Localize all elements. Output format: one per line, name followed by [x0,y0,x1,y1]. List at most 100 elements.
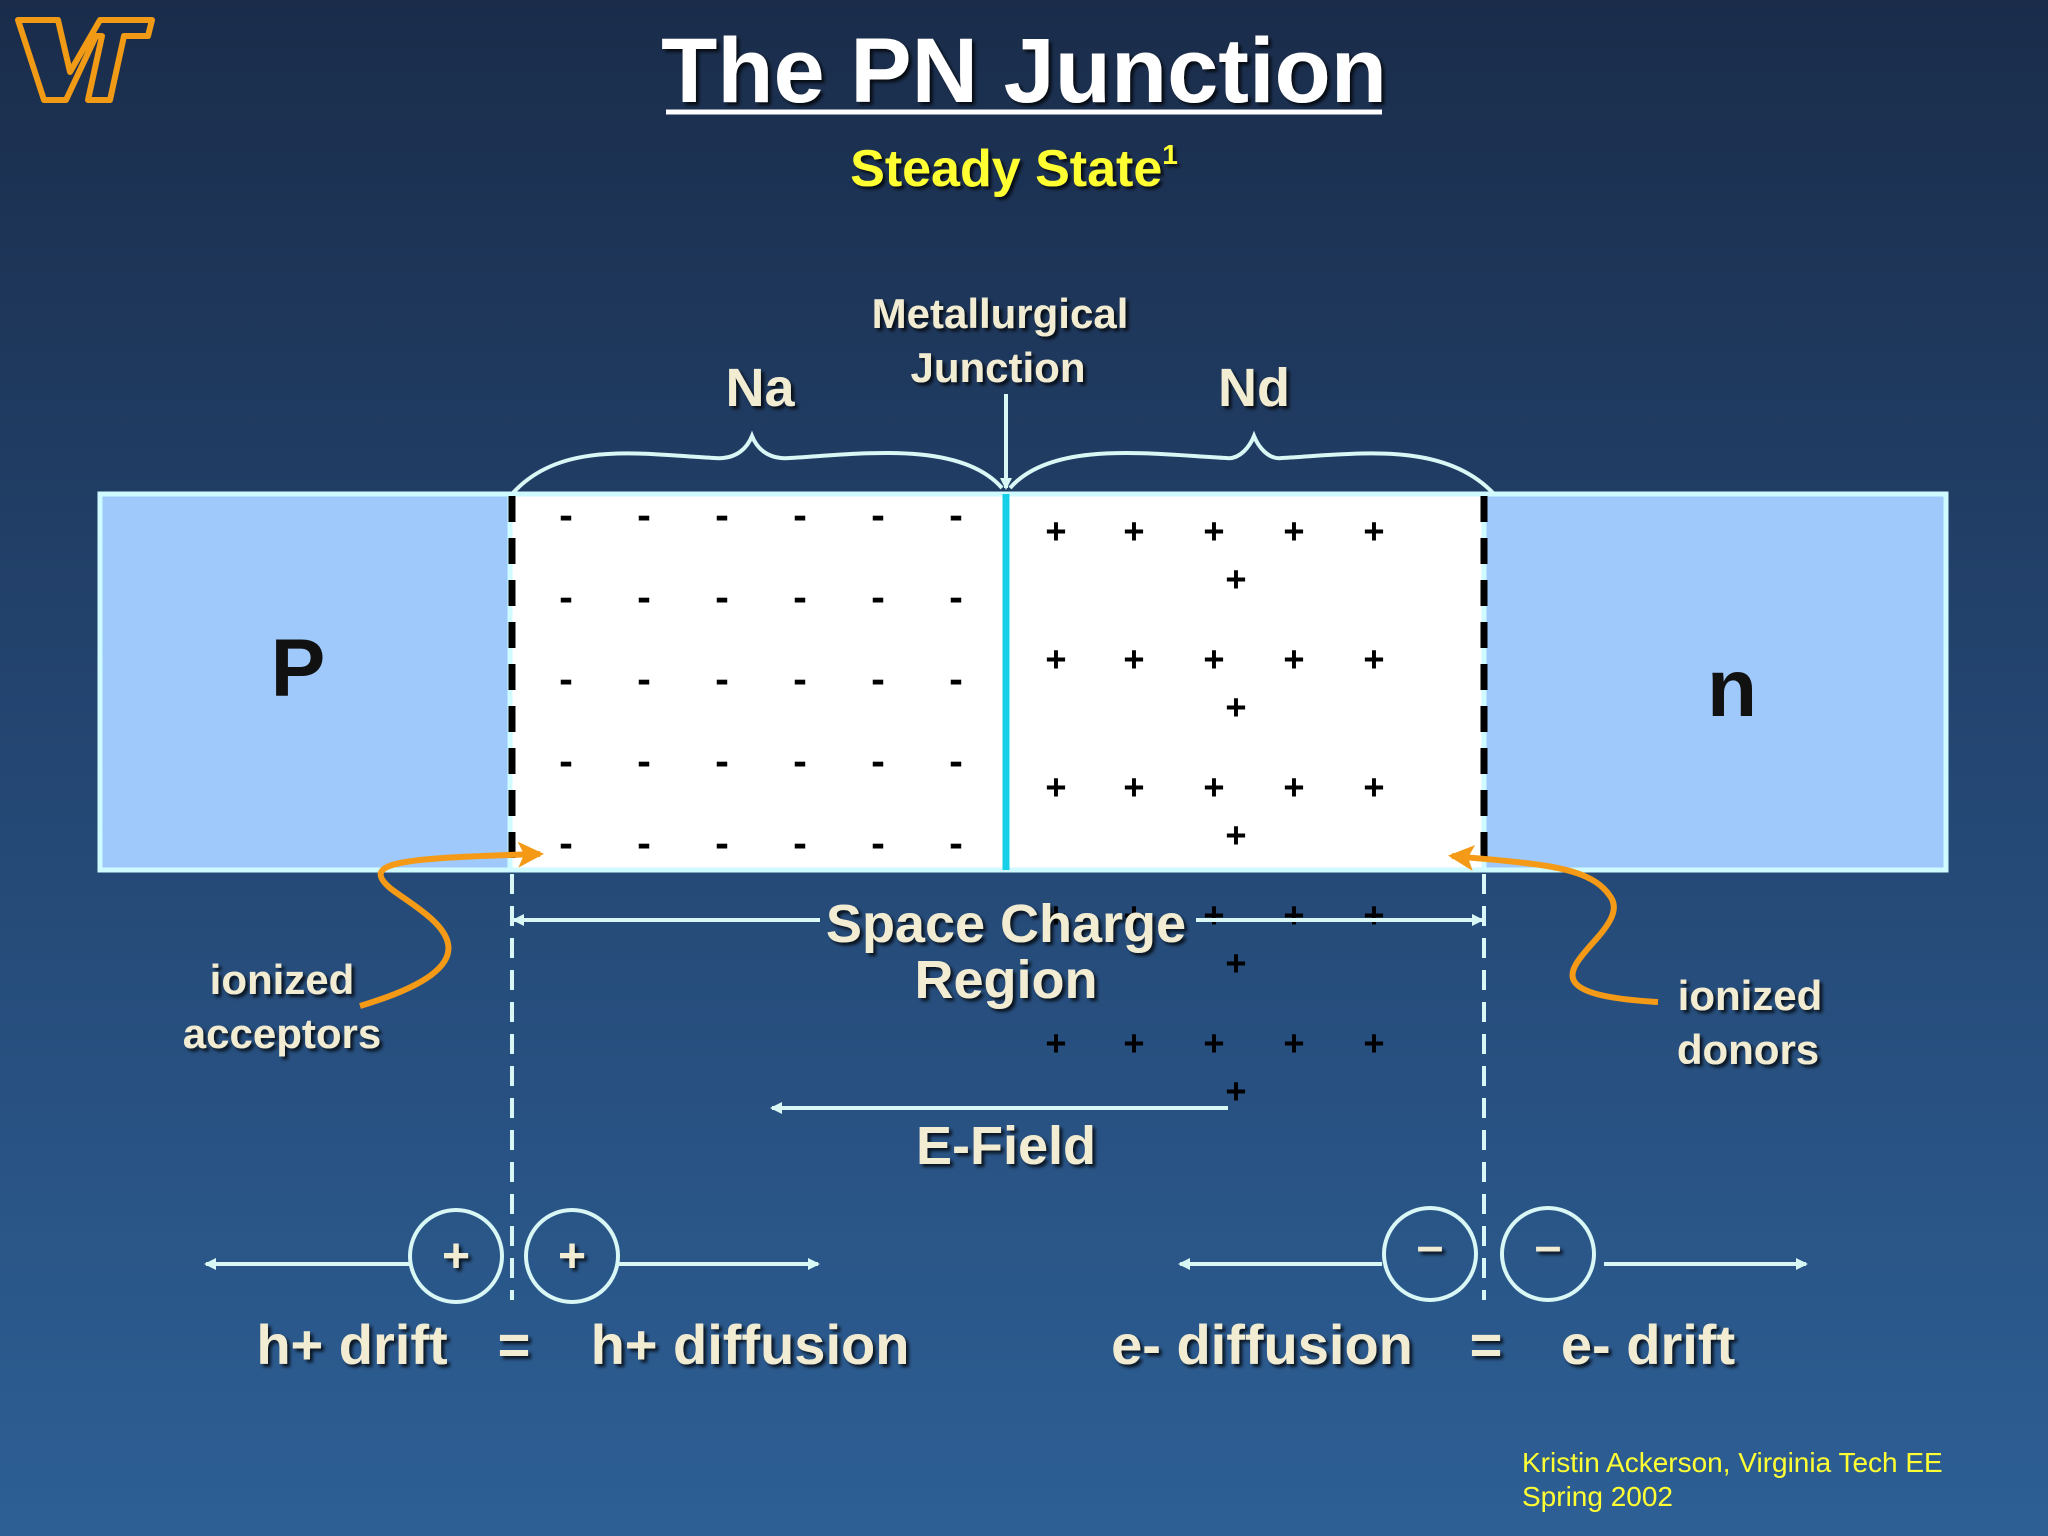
h-equals: = [498,1313,531,1376]
electron-drift-symbol: – [1535,1220,1562,1273]
acceptor-ions: ------------------------------ [556,497,966,865]
acceptor-ion: - [712,497,732,537]
donor-ion: + [1204,639,1224,679]
donor-ion: + [1226,559,1246,599]
acceptor-ion: - [790,743,810,783]
acceptor-ion: - [946,825,966,865]
credit-line1: Kristin Ackerson, Virginia Tech EE [1522,1447,1943,1478]
acceptor-ion: - [712,743,732,783]
scr-label-line1: Space Charge [826,894,1186,954]
acceptor-ion: - [556,743,576,783]
donor-ion: + [1364,639,1384,679]
donor-ion: + [1124,511,1144,551]
acceptor-ion: - [868,661,888,701]
nd-label: Nd [1218,358,1290,418]
donor-ion: + [1124,1023,1144,1063]
donor-ion: + [1124,895,1144,935]
acceptor-ion: - [868,497,888,537]
n-region-label: n [1707,643,1757,734]
acceptor-ion: - [556,661,576,701]
donor-ion: + [1046,511,1066,551]
vt-logo [15,17,155,103]
e-diffusion-label: e- diffusion [1111,1313,1413,1376]
hole-diffusion-symbol: + [558,1230,586,1283]
nd-brace [1008,430,1496,496]
acceptor-ion: - [946,743,966,783]
e-equals: = [1470,1313,1503,1376]
acceptor-ion: - [712,661,732,701]
donor-ion: + [1364,1023,1384,1063]
acceptor-ion: - [634,825,654,865]
na-brace [510,430,1004,496]
donor-ion: + [1284,511,1304,551]
acceptor-ion: - [946,497,966,537]
ionized-donors-line1: ionized [1678,972,1823,1019]
ionized-acceptors-line2: acceptors [183,1010,381,1057]
donor-ion: + [1364,511,1384,551]
donor-ion: + [1284,895,1304,935]
acceptor-ion: - [868,825,888,865]
p-region [97,491,513,873]
donor-ion: + [1364,895,1384,935]
donor-ion: + [1124,639,1144,679]
acceptor-ion: - [556,579,576,619]
acceptor-ion: - [790,497,810,537]
hole-diffusion-carrier [524,1208,620,1304]
p-region-label: P [271,623,326,714]
h-diffusion-label: h+ diffusion [591,1313,910,1376]
subtitle-footnote: 1 [1162,139,1178,170]
acceptor-ion: - [790,661,810,701]
ionized-donors-arrow [1448,845,1659,1005]
na-label: Na [725,358,795,418]
donor-ion: + [1284,767,1304,807]
acceptor-ion: - [868,743,888,783]
donor-ion: + [1364,767,1384,807]
donor-ion: + [1226,943,1246,983]
hole-drift-carrier [408,1208,504,1304]
page-title: The PN Junction [661,20,1387,122]
donor-ion: + [1046,639,1066,679]
donor-ion: + [1204,511,1224,551]
n-region [1481,491,1949,873]
efield-label: E-Field [916,1116,1096,1176]
donor-ion: + [1046,1023,1066,1063]
donor-ions: ++++++++++++++++++++++++++++++ [1046,511,1384,1111]
acceptor-ion: - [712,579,732,619]
donor-ion: + [1284,639,1304,679]
donor-ion: + [1046,895,1066,935]
e-drift-label: e- drift [1561,1313,1735,1376]
depletion-region [507,491,1487,873]
acceptor-ion: - [790,825,810,865]
electron-diffusion-carrier [1382,1206,1478,1302]
acceptor-ion: - [634,661,654,701]
hole-drift-symbol: + [442,1230,470,1283]
acceptor-ion: - [946,661,966,701]
acceptor-ion: - [556,825,576,865]
metallurgical-label-line2: Junction [911,344,1086,391]
donor-ion: + [1204,1023,1224,1063]
ionized-acceptors-arrow [359,841,544,1009]
donor-ion: + [1226,1071,1246,1111]
donor-ion: + [1226,687,1246,727]
donor-ion: + [1226,815,1246,855]
donor-ion: + [1124,767,1144,807]
scr-label-line2: Region [915,950,1098,1010]
credit-line2: Spring 2002 [1522,1481,1673,1512]
page-subtitle: Steady State1 [850,139,1178,198]
acceptor-ion: - [790,579,810,619]
acceptor-ion: - [712,825,732,865]
acceptor-ion: - [868,579,888,619]
donor-ion: + [1284,1023,1304,1063]
ionized-acceptors-line1: ionized [210,956,355,1003]
acceptor-ion: - [634,743,654,783]
acceptor-ion: - [634,497,654,537]
acceptor-ion: - [556,497,576,537]
donor-ion: + [1204,767,1224,807]
metallurgical-label-line1: Metallurgical [872,290,1129,337]
electron-diffusion-symbol: – [1417,1220,1444,1273]
ionized-donors-line2: donors [1677,1026,1819,1073]
vt-logo-mark [15,17,155,103]
h-drift-label: h+ drift [256,1313,447,1376]
donor-ion: + [1046,767,1066,807]
